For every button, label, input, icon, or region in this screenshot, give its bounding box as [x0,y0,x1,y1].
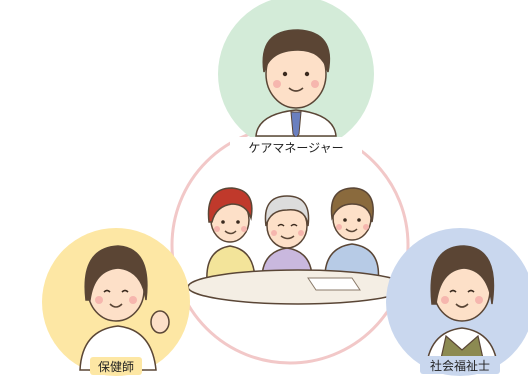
care-manager-label: ケアマネージャー [248,141,343,155]
care-manager-label-bg [230,137,362,157]
care-manager-group: ケアマネージャー [218,0,374,157]
social-worker-label: 社会福祉士 [430,358,490,373]
social-worker-label-bg [420,356,500,374]
family-group [187,187,409,305]
public-health-nurse-label-bg [90,357,142,375]
social-worker-group: 社会福祉士 [386,228,528,376]
document-on-table [307,277,361,291]
public-health-nurse-group: 保健師 [42,228,190,376]
public-health-nurse-label: 保健師 [98,360,134,374]
round-table [187,269,409,305]
